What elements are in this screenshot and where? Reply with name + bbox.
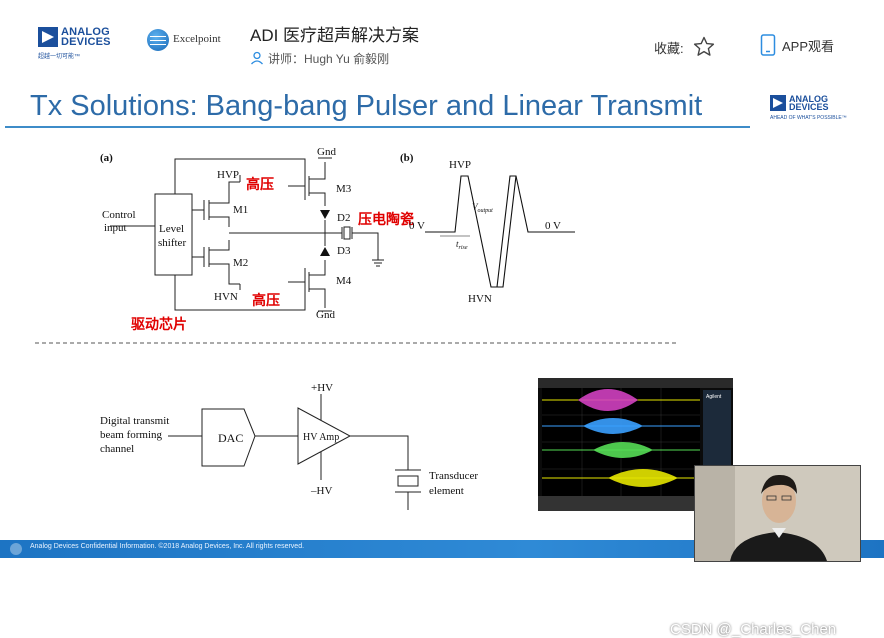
adi-logo-line2: DEVICES <box>61 36 111 48</box>
presenter-video <box>695 466 860 561</box>
gnd-top-label: Gnd <box>317 146 336 158</box>
lecturer-name: 讲师：Hugh Yu 俞毅刚 <box>268 52 390 66</box>
slide-diagram: (a) Gnd Gnd HVP HVN M1 M2 M3 M4 D2 D3 Co… <box>35 146 676 510</box>
minus-hv-label: –HV <box>310 485 332 497</box>
wave-0v-right: 0 V <box>545 220 561 232</box>
annot-driver: 驱动芯片 <box>131 316 187 333</box>
adi-logo-icon <box>38 27 58 47</box>
hv-amp-label: HV Amp <box>303 432 339 443</box>
slide-logo-tagline: AHEAD OF WHAT'S POSSIBLE™ <box>770 115 847 121</box>
favorite-label: 收藏: <box>654 41 684 56</box>
d3-label: D3 <box>337 245 351 257</box>
m1-label: M1 <box>233 204 248 216</box>
wave-0v-left: 0 V <box>409 220 425 232</box>
wave-hvn-label: HVN <box>468 293 492 305</box>
excelpoint-label: Excelpoint <box>173 33 221 45</box>
transducer-line1: Transducer <box>429 470 478 482</box>
slide-title: Tx Solutions: Bang-bang Pulser and Linea… <box>30 90 703 122</box>
level-shifter-line1: Level <box>159 223 184 235</box>
slide: Tx Solutions: Bang-bang Pulser and Linea… <box>0 82 884 638</box>
control-input-line1: Control <box>102 209 136 221</box>
gnd-bottom-label: Gnd <box>316 309 335 321</box>
m3-label: M3 <box>336 183 352 195</box>
presenter-webcam <box>694 465 861 562</box>
app-view-button[interactable]: APP观看 <box>760 34 834 56</box>
lecturer-line: 讲师：Hugh Yu 俞毅刚 <box>250 50 389 67</box>
previous-slide-button[interactable] <box>10 543 22 555</box>
circuit-label-b: (b) <box>400 152 414 164</box>
transducer-line2: element <box>429 485 464 497</box>
slide-footer: Analog Devices Confidential Information.… <box>0 540 884 558</box>
user-icon <box>251 51 263 65</box>
csdn-watermark: CSDN @_Charles_Chen <box>670 621 837 638</box>
slide-logo-line1: ANALOG <box>789 94 828 104</box>
slide-logo-line2: DEVICES <box>789 102 829 112</box>
linear-input-line1: Digital transmit <box>100 415 169 427</box>
linear-input-line3: channel <box>100 443 134 455</box>
linear-input-line2: beam forming <box>100 429 163 441</box>
course-title: ADI 医疗超声解决方案 <box>250 26 420 45</box>
wave-hvp-label: HVP <box>449 159 471 171</box>
adi-logo-icon <box>770 95 786 111</box>
wave-voutput-label: Voutput <box>472 202 493 214</box>
circuit-label-a: (a) <box>100 152 113 164</box>
dac-label: DAC <box>218 431 243 445</box>
control-input-line2: input <box>104 222 127 234</box>
footer-text: Analog Devices Confidential Information.… <box>30 543 305 550</box>
excelpoint-logo: Excelpoint <box>147 29 227 53</box>
m4-label: M4 <box>336 275 352 287</box>
adi-logo-line1: ANALOG <box>61 26 110 38</box>
star-icon[interactable] <box>693 36 715 57</box>
annot-high-voltage-bottom: 高压 <box>252 292 280 309</box>
level-shifter-line2: shifter <box>158 237 186 249</box>
d2-label: D2 <box>337 212 350 224</box>
adi-logo-tagline: 超越一切可能™ <box>38 54 81 60</box>
app-view-label: APP观看 <box>782 39 835 54</box>
scope-brand: Agilent <box>706 394 722 400</box>
plus-hv-label: +HV <box>311 382 333 394</box>
hvn-left-label: HVN <box>214 291 238 303</box>
annot-high-voltage-top: 高压 <box>246 176 274 193</box>
annot-piezo: 压电陶瓷 <box>358 211 414 228</box>
m2-label: M2 <box>233 257 248 269</box>
wave-trise-label: trise <box>456 239 468 251</box>
globe-icon <box>147 29 169 51</box>
favorite-button[interactable]: 收藏: <box>654 36 715 57</box>
title-underline <box>5 126 750 128</box>
phone-icon <box>760 34 776 56</box>
oscilloscope-display: Agilent <box>538 378 733 511</box>
hvp-left-label: HVP <box>217 169 239 181</box>
